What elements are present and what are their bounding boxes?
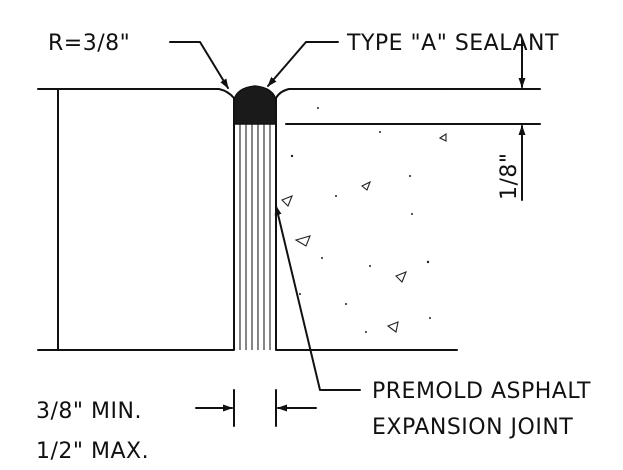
sealant-leader (267, 41, 339, 87)
filler-leader (274, 205, 361, 391)
width-label-max: 1/2" MAX. (36, 439, 149, 464)
width-label-min: 3/8" MIN. (36, 399, 142, 424)
sealant-bead (233, 85, 277, 125)
concrete-speckles (290, 107, 431, 333)
radius-label: R=3/8" (48, 31, 130, 56)
concrete-aggregate (281, 132, 447, 333)
radius-leader (169, 41, 229, 89)
left-slab (37, 88, 235, 351)
sealant-label: TYPE "A" SEALANT (346, 31, 559, 56)
depth-dimension (285, 39, 541, 201)
filler-label-line2: EXPANSION JOINT (372, 415, 573, 440)
expansion-joint-filler (239, 124, 271, 350)
depth-label: 1/8" (497, 152, 522, 200)
width-dimension (195, 389, 317, 427)
right-slab (275, 88, 458, 351)
filler-label-line1: PREMOLD ASPHALT (372, 379, 591, 404)
